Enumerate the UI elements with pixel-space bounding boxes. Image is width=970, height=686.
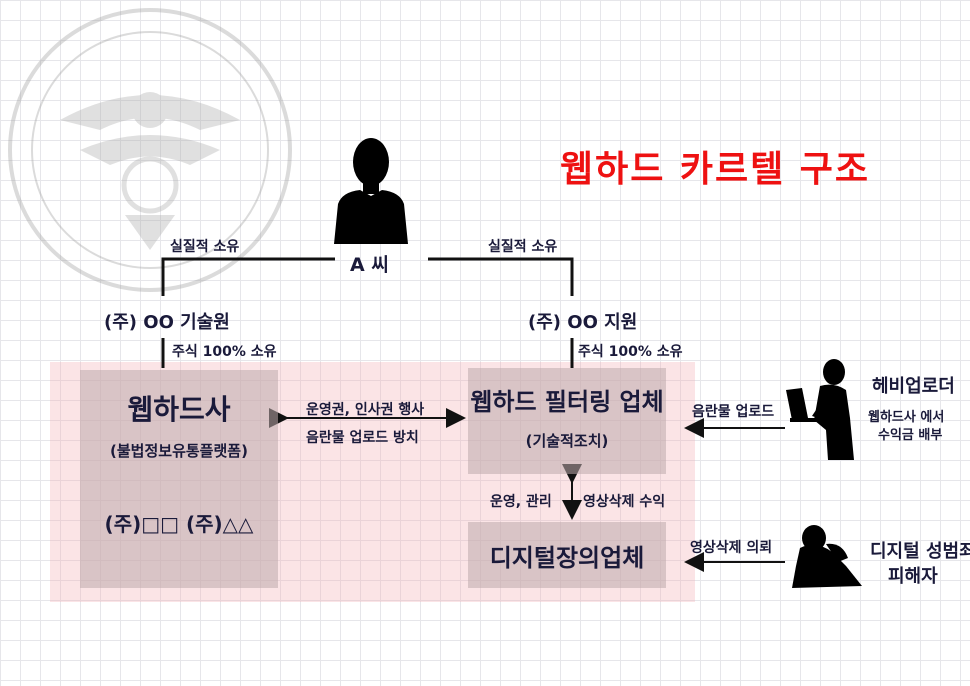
uploader-desc-2: 수익금 배부: [878, 428, 943, 443]
uploader-name: 헤비업로더: [872, 376, 955, 397]
webhard-title: 웹하드사: [127, 393, 231, 426]
share-label-left: 주식 100% 소유: [172, 344, 277, 360]
company-right: (주) OO 지원: [528, 312, 638, 333]
share-label-right: 주식 100% 소유: [578, 344, 683, 360]
uploader-silhouette-icon: [786, 359, 854, 460]
filtering-subtitle: (기술적조치): [525, 432, 609, 450]
digital-funeral-box: 디지털장의업체: [468, 522, 666, 588]
victim-name-2: 피해자: [888, 566, 938, 587]
digital-funeral-title: 디지털장의업체: [489, 544, 645, 572]
victim-arrow-label: 영상삭제 의뢰: [690, 540, 773, 556]
ownership-label-right: 실질적 소유: [488, 239, 558, 255]
uploader-arrow-label: 음란물 업로드: [692, 404, 775, 420]
relation-control-1: 운영권, 인사권 행사: [306, 402, 425, 418]
webhard-firms: (주)□□ (주)△△: [104, 512, 254, 536]
filtering-title: 웹하드 필터링 업체: [470, 388, 664, 416]
police-seal-watermark: [8, 8, 292, 292]
person-silhouette-icon: [334, 138, 408, 244]
relation-ops-left: 운영, 관리: [490, 494, 552, 510]
victim-name-1: 디지털 성범죄: [870, 541, 970, 562]
person-name: A 씨: [350, 254, 389, 276]
relation-ops-right: 영상삭제 수익: [583, 494, 666, 510]
diagram-title: 웹하드 카르텔 구조: [560, 149, 871, 190]
victim-silhouette-icon: [792, 525, 862, 588]
uploader-desc-1: 웹하드사 에서: [868, 410, 945, 425]
company-left: (주) OO 기술원: [104, 312, 230, 333]
relation-control-2: 음란물 업로드 방치: [306, 430, 419, 446]
webhard-subtitle: (불법정보유통플랫폼): [110, 442, 248, 460]
webhard-box: 웹하드사 (불법정보유통플랫폼) (주)□□ (주)△△: [80, 370, 278, 588]
ownership-label-left: 실질적 소유: [170, 239, 240, 255]
filtering-box: 웹하드 필터링 업체 (기술적조치): [468, 368, 666, 474]
